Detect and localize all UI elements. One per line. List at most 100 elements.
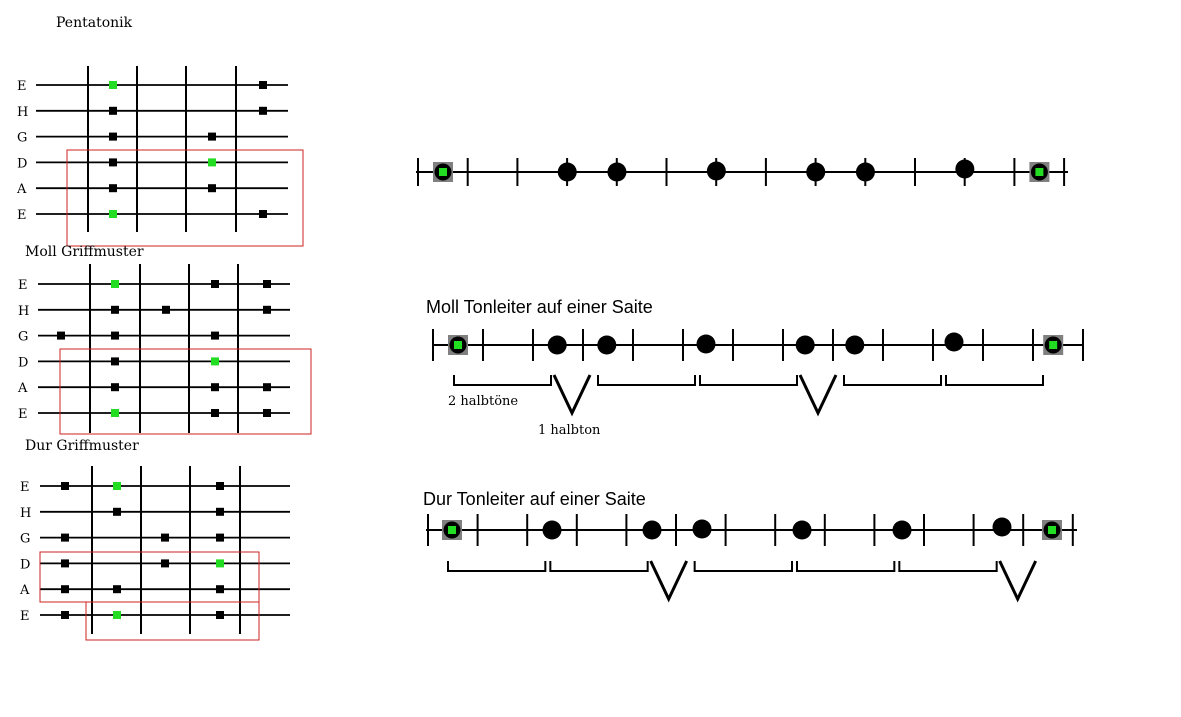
scale-note-dot xyxy=(696,334,716,354)
scale-1 xyxy=(416,158,1068,186)
note-marker xyxy=(216,507,224,516)
note-marker xyxy=(57,331,65,340)
root-note-marker xyxy=(1048,526,1056,534)
whole-step-bracket xyxy=(597,375,696,386)
root-note-marker xyxy=(113,611,121,619)
root-note-marker xyxy=(1035,168,1044,176)
scale-note-dot xyxy=(557,162,577,182)
note-marker xyxy=(259,81,267,89)
string-label: D xyxy=(18,355,28,370)
string-label: E xyxy=(17,208,27,223)
scale-note-dot xyxy=(597,335,617,355)
string-label: E xyxy=(17,79,27,94)
root-note-marker xyxy=(1049,341,1058,349)
scale-note-dot xyxy=(806,162,826,182)
note-marker xyxy=(263,383,271,392)
note-marker xyxy=(161,533,169,542)
root-note-marker xyxy=(208,158,216,167)
note-marker xyxy=(111,383,119,392)
pattern-highlight-box xyxy=(66,149,304,247)
note-marker xyxy=(113,507,121,516)
half-step-label: 1 halbton xyxy=(538,423,601,438)
string-label: A xyxy=(16,182,27,197)
note-marker xyxy=(109,106,117,115)
note-marker xyxy=(208,184,216,193)
root-note-marker xyxy=(216,559,224,568)
scale-note-dot xyxy=(845,335,865,355)
scale-note-dot xyxy=(992,517,1012,537)
scale-2: Moll Tonleiter auf einer Saite 2 halbtöne… xyxy=(426,297,1084,438)
whole-step-bracket xyxy=(898,561,998,572)
string-label: G xyxy=(20,532,30,547)
whole-step-bracket xyxy=(699,375,798,386)
note-marker xyxy=(259,210,267,218)
string-label: E xyxy=(20,480,30,495)
half-step-marker xyxy=(998,560,1038,603)
pattern-highlight-box xyxy=(85,601,260,641)
note-marker xyxy=(263,409,271,417)
scale-note-dot xyxy=(547,335,567,355)
string-label: G xyxy=(18,330,28,345)
half-step-marker xyxy=(649,560,689,603)
whole-step-bracket xyxy=(843,375,942,386)
string-label: H xyxy=(17,105,28,120)
note-marker xyxy=(162,305,170,314)
string-label: H xyxy=(20,506,31,521)
whole-step-bracket xyxy=(693,561,793,572)
root-note-marker xyxy=(439,168,447,176)
note-marker xyxy=(208,132,216,141)
scale-note-dot xyxy=(706,161,726,181)
scale-note-dot xyxy=(607,162,627,182)
half-step-marker xyxy=(552,374,592,417)
scale-note-dot xyxy=(642,520,662,540)
note-marker xyxy=(61,482,69,490)
string-label: E xyxy=(20,609,30,624)
whole-step-bracket xyxy=(549,561,649,572)
note-marker xyxy=(111,305,119,314)
note-marker xyxy=(263,280,271,288)
fretboard-title: Pentatonik xyxy=(56,15,133,31)
root-note-marker xyxy=(448,526,456,534)
string-label: G xyxy=(17,131,27,146)
note-marker xyxy=(109,132,117,141)
pattern-highlight-box xyxy=(39,551,260,603)
string-label: E xyxy=(18,407,28,422)
string-label: A xyxy=(19,583,30,598)
note-marker xyxy=(61,611,69,619)
note-marker xyxy=(216,482,224,490)
whole-step-label: 2 halbtöne xyxy=(448,394,518,409)
root-note-marker xyxy=(111,280,119,288)
note-marker xyxy=(61,533,69,542)
whole-step-bracket xyxy=(796,561,896,572)
note-marker xyxy=(211,383,219,392)
note-marker xyxy=(161,559,169,568)
root-note-marker xyxy=(211,357,219,366)
note-marker xyxy=(111,331,119,340)
scale-title: Moll Tonleiter auf einer Saite xyxy=(426,297,653,317)
note-marker xyxy=(211,409,219,417)
note-marker xyxy=(113,585,121,594)
whole-step-bracket xyxy=(447,561,547,572)
note-marker xyxy=(216,533,224,542)
scale-note-dot xyxy=(795,335,815,355)
root-note-marker xyxy=(113,482,121,490)
scale-note-dot xyxy=(692,519,712,539)
fretboard-title: Dur Griffmuster xyxy=(25,438,139,454)
note-marker xyxy=(211,331,219,340)
scale-note-dot xyxy=(892,520,912,540)
note-marker xyxy=(211,280,219,288)
pattern-highlight-box xyxy=(59,348,312,435)
string-label: E xyxy=(18,278,28,293)
root-note-marker xyxy=(111,409,119,417)
root-note-marker xyxy=(109,81,117,89)
note-marker xyxy=(216,585,224,594)
whole-step-bracket xyxy=(453,375,552,386)
whole-step-bracket xyxy=(945,375,1044,386)
single-string-scales: Moll Tonleiter auf einer Saite 2 halbtöne… xyxy=(416,158,1084,603)
